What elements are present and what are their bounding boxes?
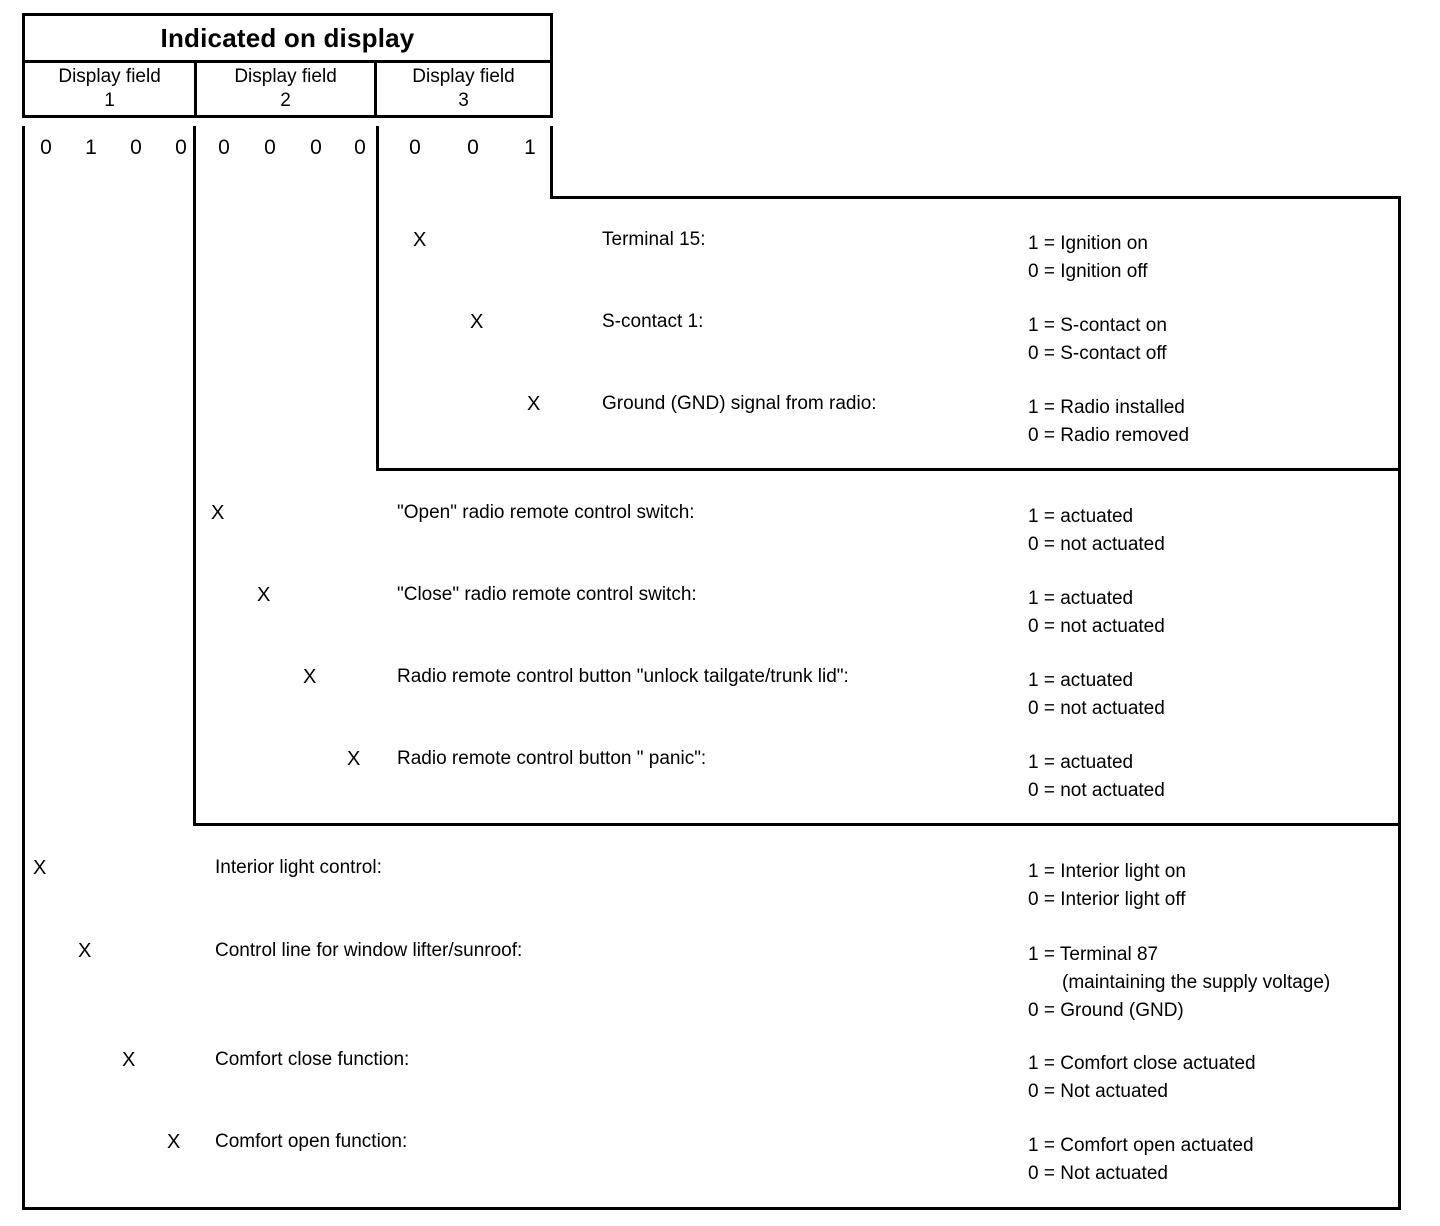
description-ground-signal: Ground (GND) signal from radio: [602, 393, 877, 414]
value-line: 0 = S-contact off [1028, 343, 1167, 364]
values-open-remote-switch: 1 = actuated 0 = not actuated [1028, 503, 1165, 559]
bit-field1-0: 0 [40, 136, 52, 159]
description-close-remote-switch: "Close" radio remote control switch: [397, 584, 697, 605]
bit-field3-1: 0 [467, 136, 479, 159]
value-line: 0 = Not actuated [1028, 1163, 1168, 1184]
value-line: 1 = actuated [1028, 506, 1134, 527]
value-line-continuation: (maintaining the supply voltage) [1062, 972, 1331, 993]
values-unlock-tailgate-button: 1 = actuated 0 = not actuated [1028, 667, 1165, 723]
marker-s-contact-1: X [470, 311, 484, 333]
display-header-table: Indicated on display Display field 1 Dis… [21, 13, 554, 118]
description-comfort-open-function: Comfort open function: [215, 1131, 408, 1152]
values-ground-signal: 1 = Radio installed 0 = Radio removed [1028, 394, 1189, 450]
bit-field2-1: 0 [264, 136, 276, 159]
value-line: 1 = Interior light on [1028, 861, 1186, 882]
display-field-3-number: 3 [458, 90, 469, 111]
bit-field1-2: 0 [130, 136, 142, 159]
block2-left-border [193, 170, 196, 826]
value-line: 1 = Comfort close actuated [1028, 1053, 1256, 1074]
marker-panic-button: X [347, 748, 361, 770]
bit-field2-2: 0 [310, 136, 322, 159]
value-line: 0 = Not actuated [1028, 1081, 1168, 1102]
value-line: 0 = not actuated [1028, 534, 1165, 555]
bit-separator-2 [376, 126, 379, 170]
marker-close-remote-switch: X [257, 584, 271, 606]
description-panic-button: Radio remote control button " panic": [397, 748, 707, 769]
value-line: 1 = Terminal 87 [1028, 944, 1159, 965]
values-comfort-open-function: 1 = Comfort open actuated 0 = Not actuat… [1028, 1132, 1254, 1188]
values-interior-light-control: 1 = Interior light on 0 = Interior light… [1028, 858, 1186, 914]
marker-window-lifter-control-line: X [78, 940, 92, 962]
values-s-contact-1: 1 = S-contact on 0 = S-contact off [1028, 312, 1167, 368]
bit-field3-2: 1 [524, 136, 536, 159]
block1-top-border [550, 196, 1401, 199]
value-line: 0 = Interior light off [1028, 889, 1186, 910]
block1-left-border [376, 170, 379, 471]
block1-bottom-border [376, 468, 1401, 471]
description-interior-light-control: Interior light control: [215, 857, 382, 878]
display-field-3-label: Display field [412, 66, 515, 87]
value-line: 0 = Radio removed [1028, 425, 1190, 446]
bit-field3-0: 0 [409, 136, 421, 159]
bit-field3-right-border [550, 126, 553, 198]
value-line: 1 = Radio installed [1028, 397, 1185, 418]
bit-field1-3: 0 [175, 136, 187, 159]
marker-comfort-close-function: X [122, 1049, 136, 1071]
value-line: 0 = Ground (GND) [1028, 1000, 1184, 1021]
values-terminal-15: 1 = Ignition on 0 = Ignition off [1028, 230, 1148, 286]
values-comfort-close-function: 1 = Comfort close actuated 0 = Not actua… [1028, 1050, 1256, 1106]
values-window-lifter-control-line: 1 = Terminal 87 (maintaining the supply … [1028, 941, 1330, 1025]
outer-bottom-border [22, 1207, 1401, 1210]
value-line: 0 = not actuated [1028, 616, 1165, 637]
bit-separator-1 [193, 126, 196, 170]
display-field-1-header: Display field 1 [21, 60, 198, 118]
marker-terminal-15: X [413, 229, 427, 251]
block2-right-border [1398, 468, 1401, 826]
values-panic-button: 1 = actuated 0 = not actuated [1028, 749, 1165, 805]
description-comfort-close-function: Comfort close function: [215, 1049, 410, 1070]
marker-interior-light-control: X [33, 857, 47, 879]
marker-comfort-open-function: X [167, 1131, 181, 1153]
value-line: 1 = S-contact on [1028, 315, 1167, 336]
page-title: Indicated on display [22, 13, 553, 63]
value-line: 1 = actuated [1028, 670, 1134, 691]
value-line: 1 = actuated [1028, 588, 1134, 609]
description-window-lifter-control-line: Control line for window lifter/sunroof: [215, 940, 523, 961]
marker-ground-signal: X [527, 393, 541, 415]
value-line: 1 = Comfort open actuated [1028, 1135, 1254, 1156]
description-unlock-tailgate-button: Radio remote control button "unlock tail… [397, 666, 849, 687]
value-line: 1 = Ignition on [1028, 233, 1148, 254]
value-line: 0 = not actuated [1028, 698, 1165, 719]
value-line: 1 = actuated [1028, 752, 1134, 773]
description-terminal-15: Terminal 15: [602, 229, 706, 250]
block1-right-border [1398, 196, 1401, 471]
marker-open-remote-switch: X [211, 502, 225, 524]
outer-left-border [22, 126, 25, 1210]
outer-right-border [1398, 823, 1401, 1210]
display-field-2-header: Display field 2 [194, 60, 377, 118]
bit-field2-0: 0 [218, 136, 230, 159]
value-line: 0 = Ignition off [1028, 261, 1148, 282]
description-s-contact-1: S-contact 1: [602, 311, 704, 332]
block2-bottom-border [193, 823, 1401, 826]
display-field-1-number: 1 [104, 90, 115, 111]
display-field-1-label: Display field [58, 66, 161, 87]
values-close-remote-switch: 1 = actuated 0 = not actuated [1028, 585, 1165, 641]
display-field-3-header: Display field 3 [373, 60, 554, 118]
header-title-row: Indicated on display [22, 13, 553, 63]
bit-field1-1: 1 [85, 136, 97, 159]
display-field-2-label: Display field [234, 66, 337, 87]
marker-unlock-tailgate-button: X [303, 666, 317, 688]
value-line: 0 = not actuated [1028, 780, 1165, 801]
description-open-remote-switch: "Open" radio remote control switch: [397, 502, 695, 523]
display-field-2-number: 2 [280, 90, 291, 111]
bit-field2-3: 0 [354, 136, 366, 159]
header-field-row: Display field 1 Display field 2 Display … [21, 60, 554, 118]
